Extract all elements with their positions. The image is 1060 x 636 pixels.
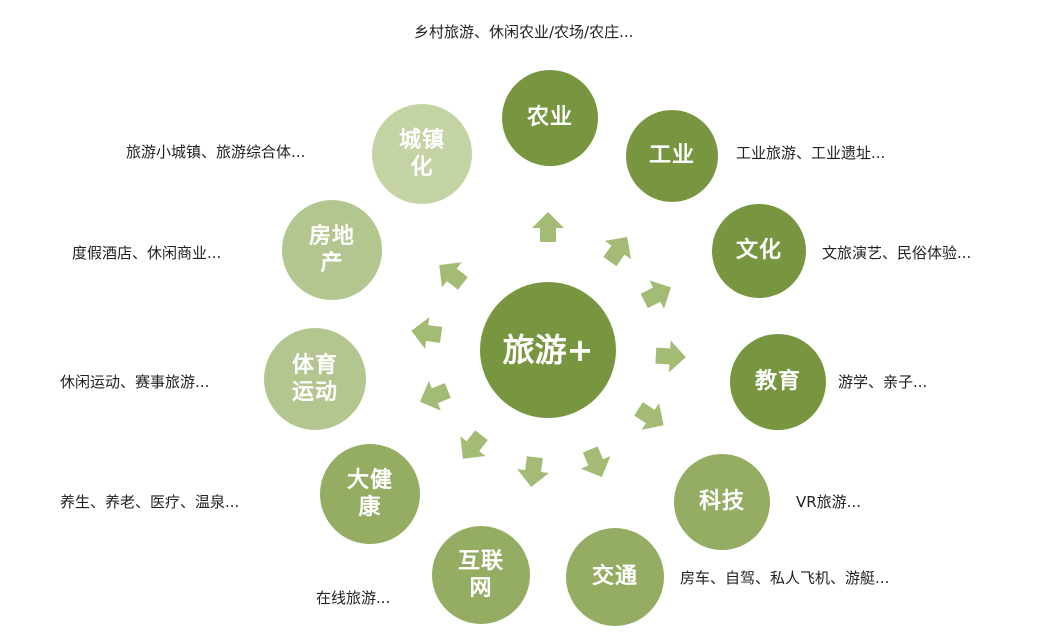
sector-node-label: 科技: [698, 489, 745, 515]
sector-desc-health: 养生、养老、医疗、温泉...: [60, 493, 240, 511]
sector-node-internet: 互联 网: [432, 526, 530, 624]
sector-node-label: 工业: [648, 143, 695, 169]
sector-desc-urbanization: 旅游小城镇、旅游综合体...: [126, 143, 306, 161]
sector-node-urbanization: 城镇 化: [372, 104, 472, 204]
sector-desc-internet: 在线旅游...: [316, 589, 391, 607]
sector-node-label: 交通: [591, 564, 638, 590]
sector-node-health: 大健 康: [320, 444, 420, 544]
sector-desc-agriculture: 乡村旅游、休闲农业/农场/农庄...: [414, 23, 634, 41]
sector-node-label: 大健 康: [346, 467, 393, 521]
sector-node-culture: 文化: [712, 204, 806, 298]
sector-desc-real-estate: 度假酒店、休闲商业...: [72, 244, 222, 262]
sector-desc-culture: 文旅演艺、民俗体验...: [822, 244, 972, 262]
sector-node-agriculture: 农业: [502, 70, 598, 166]
sector-node-label: 房地 产: [308, 223, 355, 277]
sector-desc-transport: 房车、自驾、私人飞机、游艇...: [680, 569, 890, 587]
outward-arrow-8: [460, 430, 488, 459]
center-node-tourism-plus: 旅游+: [480, 282, 616, 418]
outward-arrow-1: [532, 212, 564, 242]
outward-arrow-3: [640, 280, 671, 309]
sector-node-transport: 交通: [566, 528, 664, 626]
outward-arrow-11: [439, 262, 468, 290]
sector-node-real-estate: 房地 产: [282, 200, 382, 300]
outward-arrow-4: [655, 340, 686, 373]
sector-node-label: 教育: [754, 369, 801, 395]
sector-desc-technology: VR旅游...: [796, 493, 861, 511]
outward-arrow-10: [411, 317, 443, 349]
sector-node-label: 互联 网: [457, 548, 504, 602]
outward-arrow-7: [517, 456, 550, 487]
sector-desc-education: 游学、亲子...: [838, 373, 928, 391]
sector-node-label: 体育 运动: [291, 352, 338, 406]
outward-arrow-6: [580, 446, 611, 478]
outward-arrow-2: [603, 236, 632, 267]
sector-node-label: 城镇 化: [398, 127, 445, 181]
sector-desc-industry: 工业旅游、工业遗址...: [736, 144, 886, 162]
outward-arrow-9: [420, 380, 451, 411]
sector-node-label: 文化: [735, 238, 782, 264]
center-node-label: 旅游+: [502, 331, 594, 369]
sector-node-industry: 工业: [626, 110, 718, 202]
sector-node-education: 教育: [730, 334, 826, 430]
sector-desc-sports: 休闲运动、赛事旅游...: [60, 373, 210, 391]
sector-node-technology: 科技: [674, 454, 770, 550]
sector-node-label: 农业: [526, 105, 573, 131]
sector-node-sports: 体育 运动: [264, 328, 366, 430]
outward-arrow-5: [634, 402, 664, 430]
